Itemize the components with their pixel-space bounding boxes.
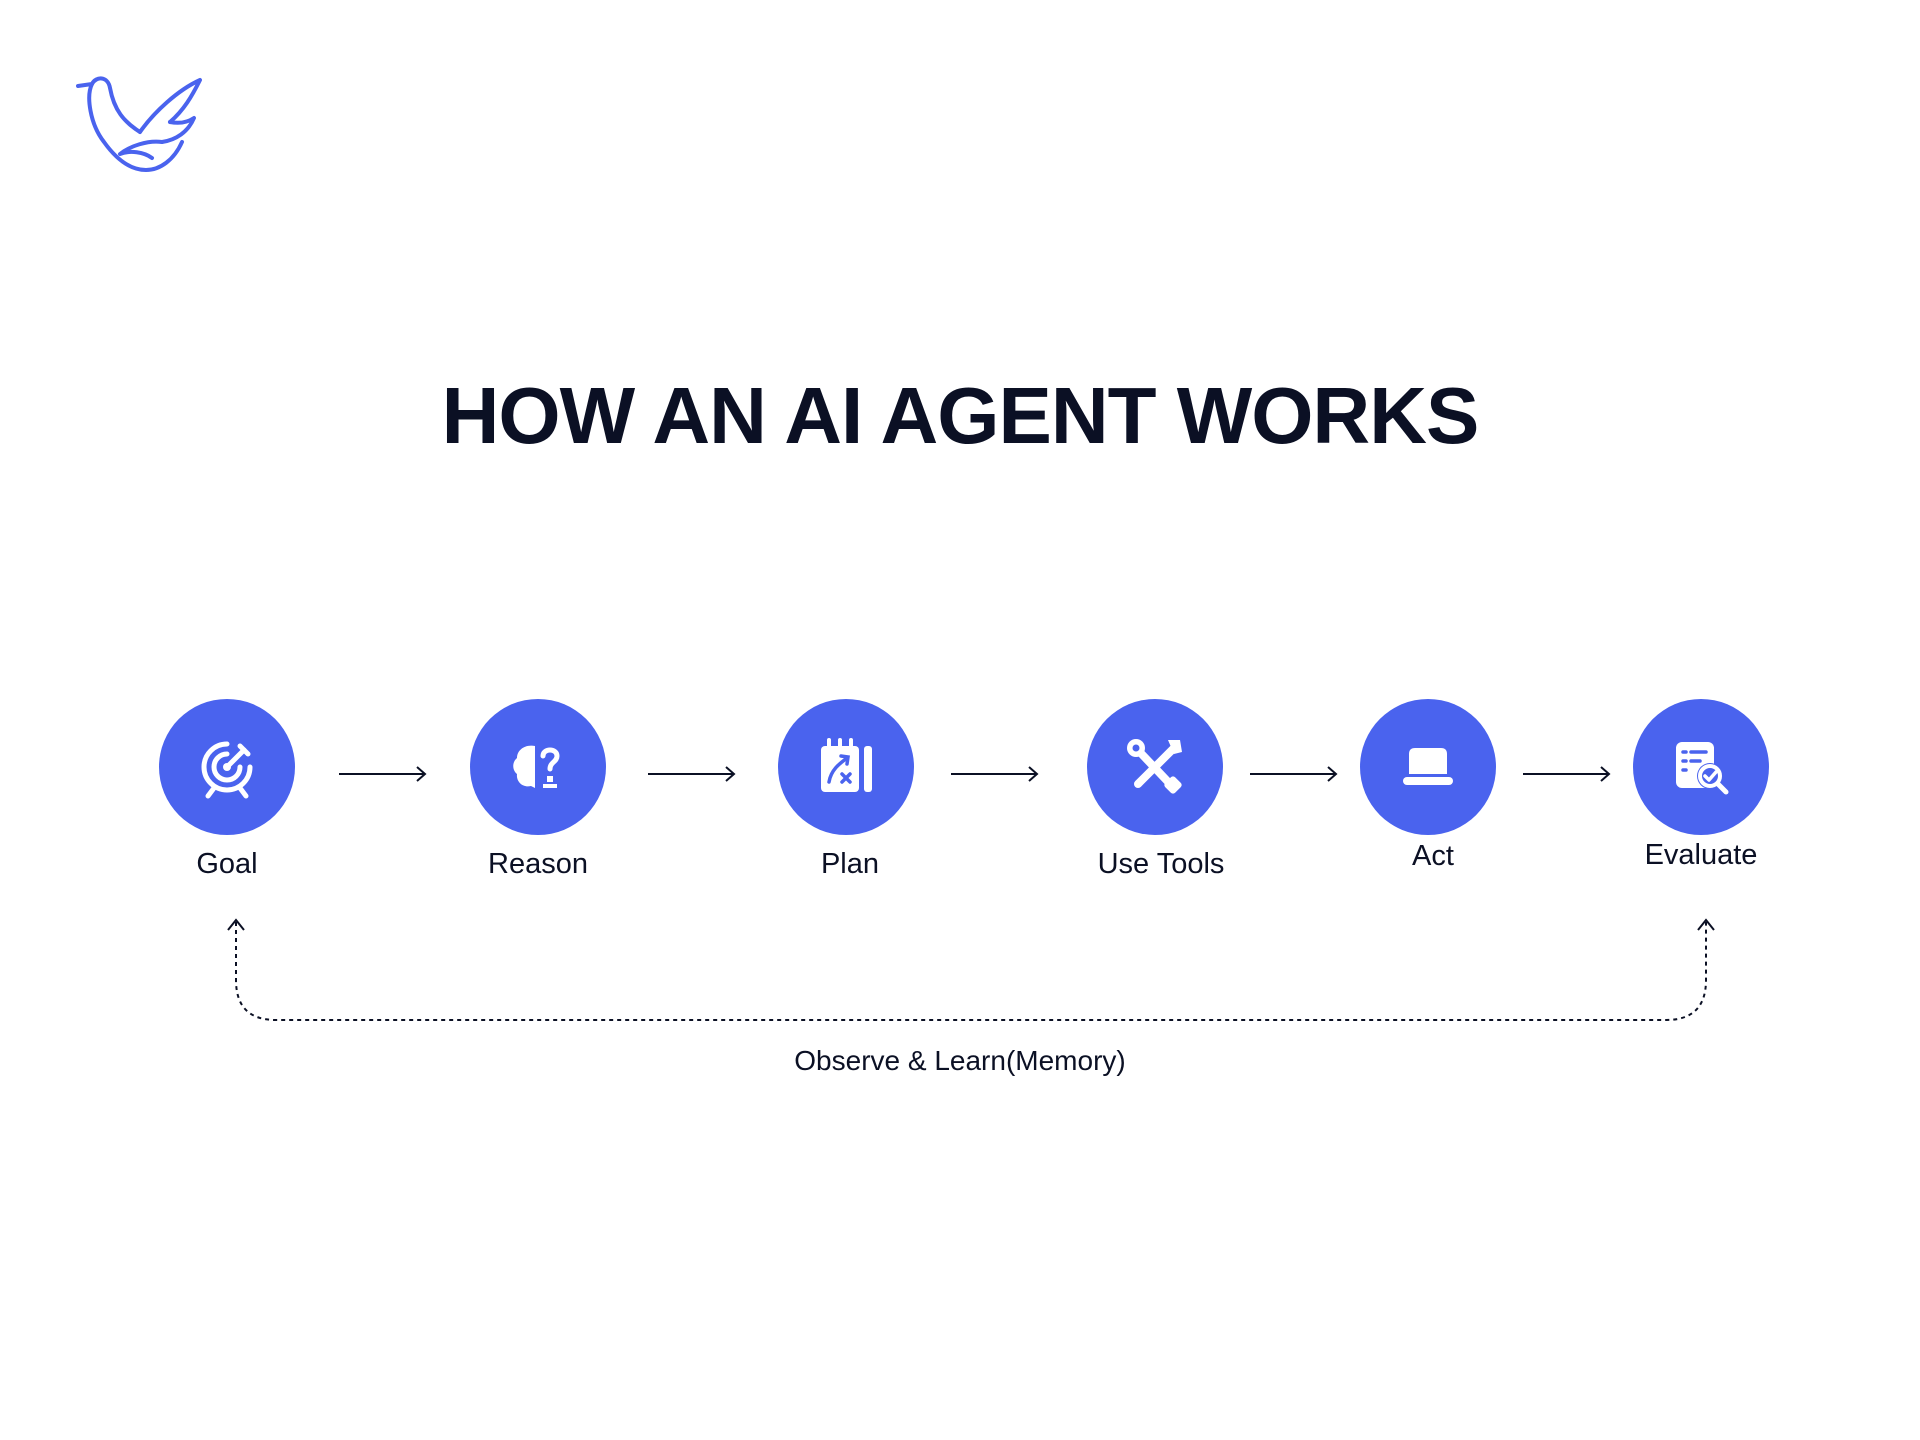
page-title: HOW AN AI AGENT WORKS (441, 371, 1480, 460)
feedback-loop-label: Observe & Learn(Memory) (794, 1045, 1126, 1076)
document-search-icon (1676, 742, 1729, 795)
step-act (1360, 699, 1496, 835)
arrow-right-icon (1523, 766, 1611, 782)
target-icon (201, 741, 253, 799)
step-goal (159, 699, 295, 835)
brain-question-icon (513, 745, 560, 788)
step-plan-label: Plan (820, 848, 880, 880)
strategy-notepad-icon (821, 738, 872, 792)
step-goal-label: Goal (196, 848, 258, 880)
arrow-right-icon (1250, 766, 1338, 782)
step-use-tools-label: Use Tools (1097, 848, 1225, 880)
step-act-label: Act (1412, 840, 1454, 872)
step-use-tools (1087, 699, 1223, 835)
step-reason-label: Reason (488, 848, 588, 880)
step-evaluate (1633, 699, 1769, 835)
arrow-right-icon (951, 766, 1039, 782)
step-evaluate-label: Evaluate (1644, 839, 1758, 871)
tools-icon (1127, 739, 1182, 794)
arrow-right-icon (339, 766, 427, 782)
arrow-right-icon (648, 766, 736, 782)
step-reason (470, 699, 606, 835)
bird-logo-icon (76, 76, 202, 172)
step-plan (778, 699, 914, 835)
laptop-icon (1403, 748, 1453, 785)
